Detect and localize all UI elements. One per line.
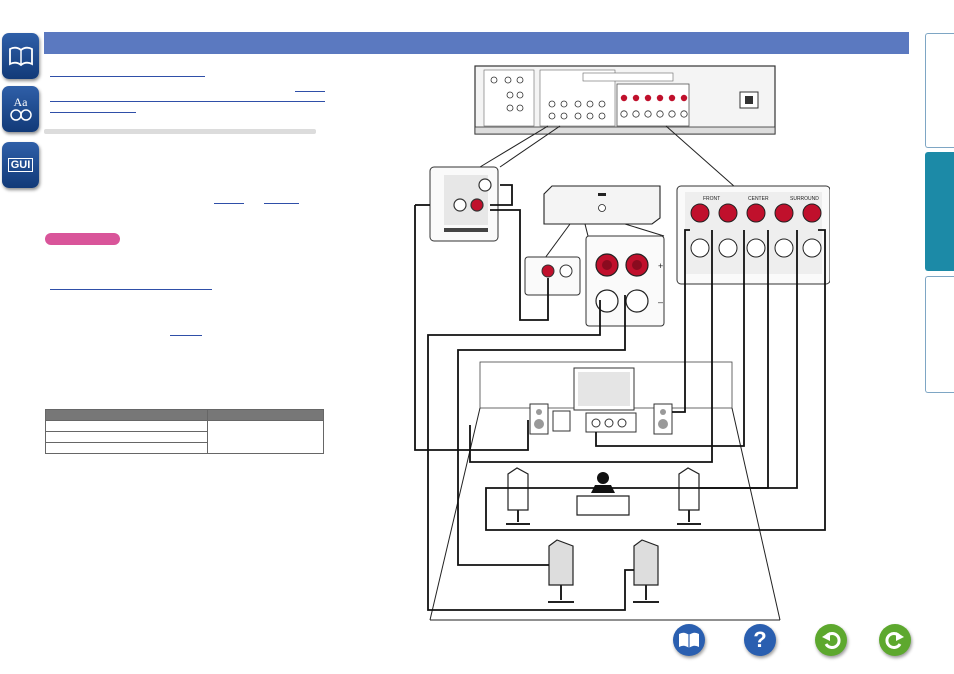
text-link[interactable] <box>50 112 136 113</box>
table-cell <box>45 431 208 443</box>
glossary-icon[interactable]: Aa <box>2 86 39 132</box>
table-row <box>45 420 324 454</box>
speaker-wires <box>414 184 826 611</box>
table-header-cell <box>207 409 324 421</box>
speaker-connection-diagram: + – FRONT CENTER SURROUND <box>414 65 830 621</box>
front-label: FRONT <box>703 196 720 202</box>
center-label: CENTER <box>748 196 769 202</box>
note-badge <box>45 233 120 245</box>
forward-button[interactable] <box>879 624 911 656</box>
gui-label: GUI <box>7 158 34 172</box>
question-icon: ? <box>753 627 767 652</box>
book-icon <box>679 632 699 648</box>
table-cell <box>45 420 208 432</box>
table-cell <box>45 442 208 454</box>
room-layout <box>429 361 781 621</box>
power-amplifier <box>543 185 661 225</box>
speaker-table <box>45 409 324 454</box>
surround-speaker-left <box>506 467 530 525</box>
receiver-speaker-terminals: FRONT CENTER SURROUND <box>676 185 830 285</box>
surround-label: SURROUND <box>790 196 819 202</box>
amp-speaker-terminals: + – <box>585 235 665 327</box>
surround-speaker-right <box>677 467 701 525</box>
book-icon <box>8 46 33 67</box>
back-arrow-icon <box>822 632 841 649</box>
receiver-rear-panel <box>474 65 776 135</box>
forward-arrow-icon <box>885 632 904 649</box>
minus-label: – <box>658 297 663 307</box>
preout-detail-box <box>429 166 499 242</box>
contents-book-icon[interactable] <box>2 33 39 79</box>
tab-top[interactable] <box>925 33 954 148</box>
text-link[interactable] <box>295 91 325 92</box>
surround-back-speaker-right <box>633 539 659 603</box>
tab-bottom[interactable] <box>925 276 954 393</box>
amp-input-box <box>524 256 581 296</box>
section-title-bar <box>44 32 909 54</box>
text-link[interactable] <box>170 335 202 336</box>
help-button[interactable]: ? <box>744 624 776 656</box>
text-link[interactable] <box>214 203 244 204</box>
table-row <box>45 442 324 454</box>
sound-icon <box>9 109 32 121</box>
text-link[interactable] <box>50 289 212 290</box>
section-divider <box>44 129 316 134</box>
plus-label: + <box>658 261 663 271</box>
table-cell <box>207 420 324 454</box>
glossary-label: Aa <box>13 95 28 109</box>
text-link[interactable] <box>264 203 299 204</box>
text-link[interactable] <box>50 101 325 102</box>
manual-button[interactable] <box>673 624 705 656</box>
table-header-row <box>45 409 324 421</box>
back-button[interactable] <box>815 624 847 656</box>
table-header-cell <box>45 409 208 421</box>
text-link[interactable] <box>50 76 205 77</box>
surround-back-speaker-left <box>548 539 574 603</box>
tab-middle[interactable] <box>925 152 954 271</box>
gui-icon[interactable]: GUI <box>2 142 39 188</box>
